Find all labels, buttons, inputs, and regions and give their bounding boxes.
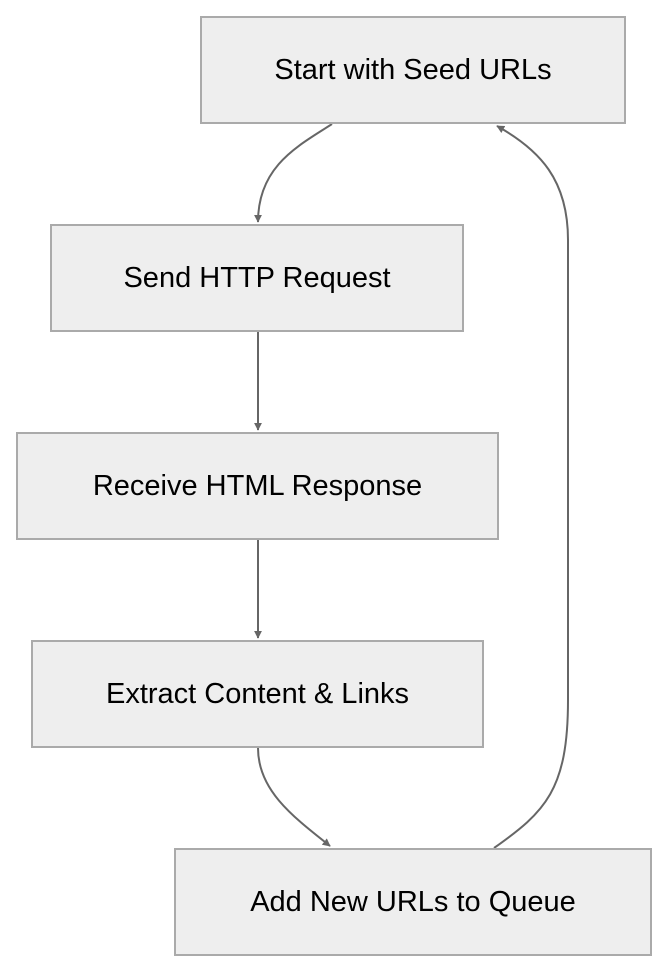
node-label: Send HTTP Request xyxy=(123,261,391,294)
node-extract-content-and-links: Extract Content & Links xyxy=(31,640,484,748)
node-label: Receive HTML Response xyxy=(92,469,423,502)
node-add-new-urls-to-queue: Add New URLs to Queue xyxy=(174,848,652,956)
node-label: Start with Seed URLs xyxy=(274,53,552,86)
node-start-with-seed-urls: Start with Seed URLs xyxy=(200,16,626,124)
edge-start-to-send xyxy=(254,123,333,223)
edge-add-to-start xyxy=(493,125,569,849)
node-send-http-request: Send HTTP Request xyxy=(50,224,464,332)
node-label: Add New URLs to Queue xyxy=(250,885,576,918)
node-receive-html-response: Receive HTML Response xyxy=(16,432,499,540)
edge-extract-to-add xyxy=(257,747,331,847)
node-label: Extract Content & Links xyxy=(105,677,410,710)
